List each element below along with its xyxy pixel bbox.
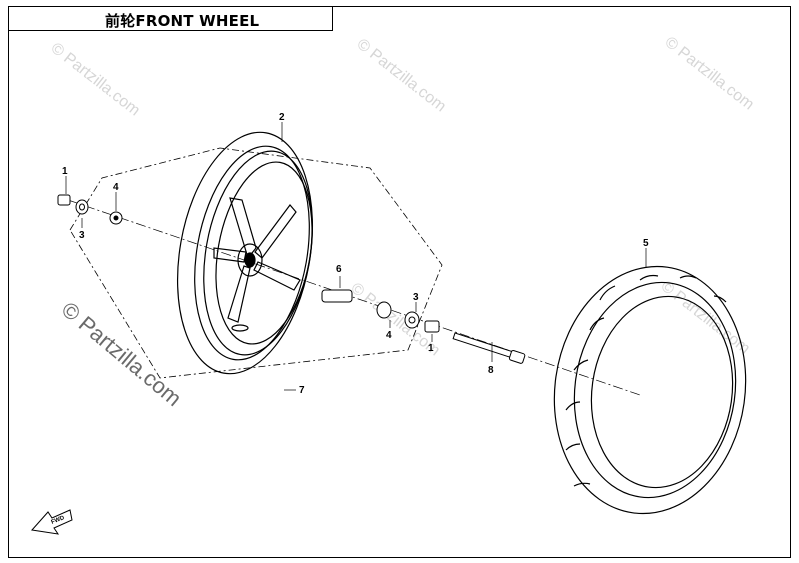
tire [553, 265, 747, 515]
forward-arrow-icon: FWD [31, 509, 73, 535]
title-box: 前轮FRONT WHEEL [8, 6, 333, 31]
callout-6: 6 [336, 264, 342, 275]
assembly-outline [69, 147, 443, 379]
callout-3a: 3 [79, 230, 85, 241]
watermark-2: © Partzilla.com [354, 36, 449, 116]
watermark-large: © Partzilla.com [57, 297, 187, 411]
callout-1a: 1 [62, 166, 68, 177]
watermark-3: © Partzilla.com [662, 34, 757, 114]
watermark-5: © Partzilla.com [658, 278, 753, 358]
diagram-frame [8, 6, 791, 558]
leader-lines [65, 122, 647, 391]
axle [452, 332, 526, 364]
watermark-1: © Partzilla.com [48, 40, 143, 120]
watermarks: © Partzilla.com © Partzilla.com © Partzi… [48, 34, 757, 411]
hub-spacer [321, 289, 440, 333]
callout-7: 7 [299, 385, 305, 396]
wheel-rim [176, 131, 314, 375]
callout-4a: 4 [113, 182, 119, 193]
axle-centerline [67, 199, 641, 396]
callout-8: 8 [488, 365, 494, 376]
callout-2: 2 [279, 112, 285, 123]
page-title: 前轮FRONT WHEEL [105, 12, 260, 30]
callouts: 1 3 4 2 6 4 3 1 8 5 7 [62, 112, 649, 396]
callout-4b: 4 [386, 330, 392, 341]
callout-3b: 3 [413, 292, 419, 303]
fwd-badge: FWD [51, 515, 67, 526]
callout-5: 5 [643, 238, 649, 249]
spacer-left [57, 194, 123, 225]
callout-1b: 1 [428, 343, 434, 354]
